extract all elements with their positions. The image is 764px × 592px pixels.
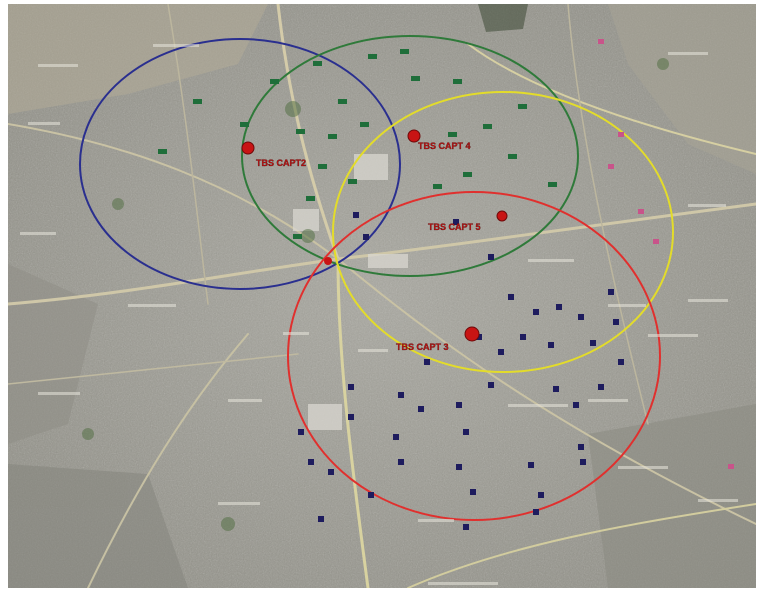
site-markers-green (158, 49, 557, 239)
satellite-map[interactable]: TBS CAPT2 TBS CAPT 4 TBS CAPT 5 TBS CAPT… (8, 4, 756, 588)
station-label: TBS CAPT2 (256, 158, 306, 168)
coverage-circle-blue (79, 38, 401, 290)
station-capt4[interactable]: TBS CAPT 4 (407, 129, 471, 151)
map-canvas: TBS CAPT2 TBS CAPT 4 TBS CAPT 5 TBS CAPT… (8, 4, 756, 588)
coverage-circle-red (287, 191, 661, 521)
station-label: TBS CAPT 3 (396, 342, 449, 352)
station-capt5[interactable]: TBS CAPT 5 (428, 210, 508, 232)
open-areas (293, 154, 408, 430)
coverage-circles (79, 35, 674, 521)
site-markers-pink (598, 39, 734, 469)
stations: TBS CAPT2 TBS CAPT 4 TBS CAPT 5 TBS CAPT… (241, 129, 508, 352)
station-label: TBS CAPT 4 (418, 141, 471, 151)
terrain-patches (8, 4, 756, 588)
vegetation (82, 58, 669, 531)
circle-intersection-marker (324, 257, 332, 265)
station-marker[interactable] (407, 129, 421, 143)
station-marker[interactable] (241, 141, 255, 155)
station-marker[interactable] (464, 326, 480, 342)
coverage-circle-yellow (332, 91, 674, 373)
coverage-circle-green (241, 35, 579, 277)
place-label-marks (20, 44, 738, 585)
station-capt2[interactable]: TBS CAPT2 (241, 141, 306, 168)
site-markers-navy (298, 212, 624, 530)
station-label: TBS CAPT 5 (428, 222, 481, 232)
station-capt3[interactable]: TBS CAPT 3 (396, 326, 480, 352)
station-marker[interactable] (496, 210, 508, 222)
